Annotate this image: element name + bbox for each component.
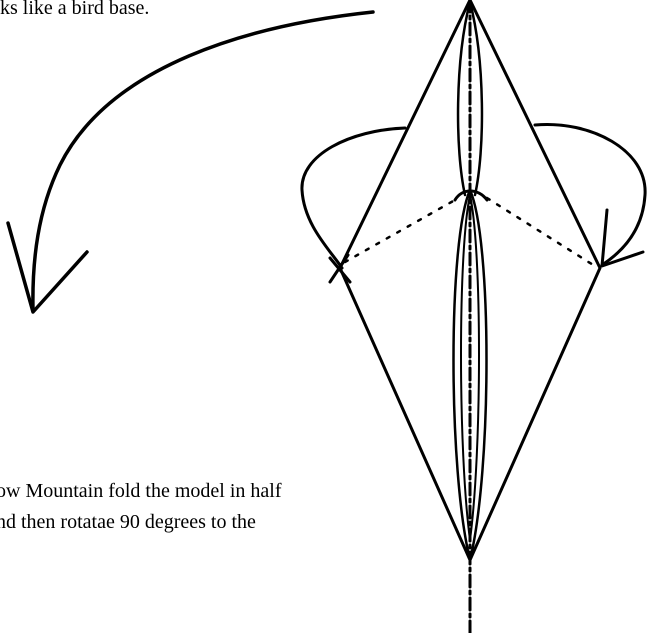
rotate-arrow-curve [31,10,375,312]
x-mark-icon [328,253,352,284]
left-flap-arrow [300,126,407,270]
center-flap-upper [456,0,484,197]
flap-hinge-arc [453,189,489,202]
rotate-arrow [6,10,375,314]
rotate-arrow-head [6,221,89,314]
instruction-text-line-1: ow Mountain fold the model in half [0,480,282,502]
right-arrow-head-icon [600,208,645,268]
valley-fold-dotted-left [343,198,457,264]
valley-fold-dotted-right [485,196,600,270]
right-flap-arrow [533,122,647,267]
instruction-text-line-2: nd then rotatae 90 degrees to the [0,511,256,533]
instruction-text-top: oks like a bird base. [0,0,150,19]
